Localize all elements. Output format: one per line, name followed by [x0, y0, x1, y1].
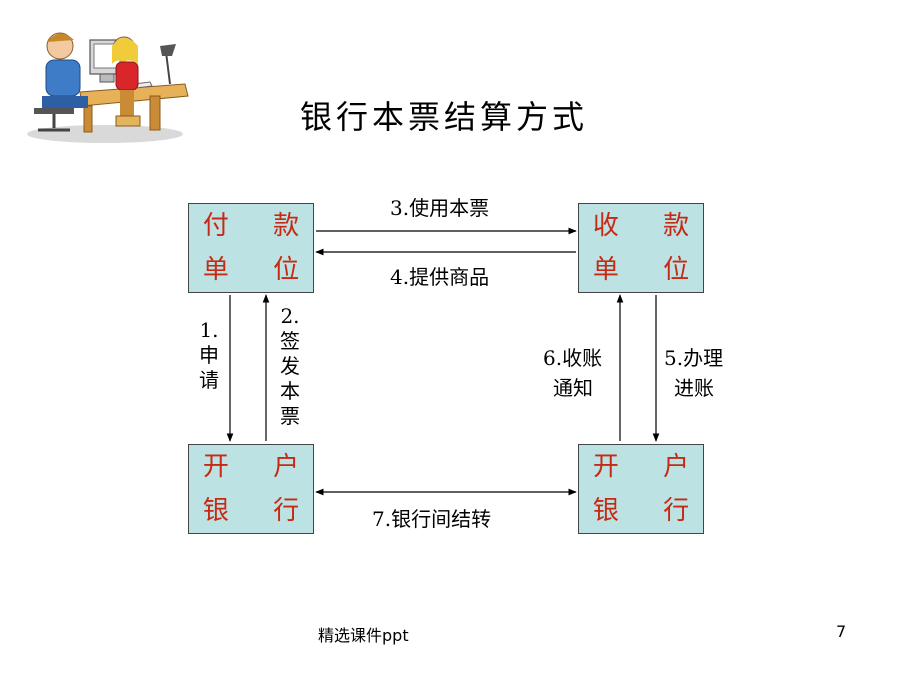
payer-bank-line1: 开 户	[202, 452, 318, 482]
step-3-label: 3.使用本票	[390, 196, 490, 220]
step-5-label-line1: 5.办理	[664, 346, 724, 370]
step-1-label: 1.申请	[199, 318, 219, 392]
step-6-label-line2: 通知	[553, 376, 593, 400]
payer-line2: 单 位	[202, 255, 318, 285]
page-number: 7	[836, 622, 847, 641]
payee-line2: 单 位	[592, 255, 708, 285]
payee-box: 收 款 单 位	[578, 203, 704, 293]
payee-line1: 收 款	[592, 211, 708, 241]
step-4-label: 4.提供商品	[390, 265, 490, 289]
step-6-label-line1: 6.收账	[543, 346, 603, 370]
payer-box: 付 款 单 位	[188, 203, 314, 293]
step-2-label: 2.签发本票	[280, 304, 300, 428]
page-title: 银行本票结算方式	[300, 98, 589, 136]
payer-bank-line2: 银 行	[202, 496, 318, 526]
payee-bank-line1: 开 户	[592, 452, 708, 482]
payer-line1: 付 款	[202, 211, 318, 241]
payee-bank-box: 开 户 银 行	[578, 444, 704, 534]
office-workers-clipart	[27, 32, 189, 143]
step-7-label: 7.银行间结转	[372, 507, 492, 531]
payee-bank-line2: 银 行	[592, 496, 708, 526]
footer-source: 精选课件ppt	[318, 626, 409, 645]
payer-bank-box: 开 户 银 行	[188, 444, 314, 534]
step-5-label-line2: 进账	[674, 376, 714, 400]
